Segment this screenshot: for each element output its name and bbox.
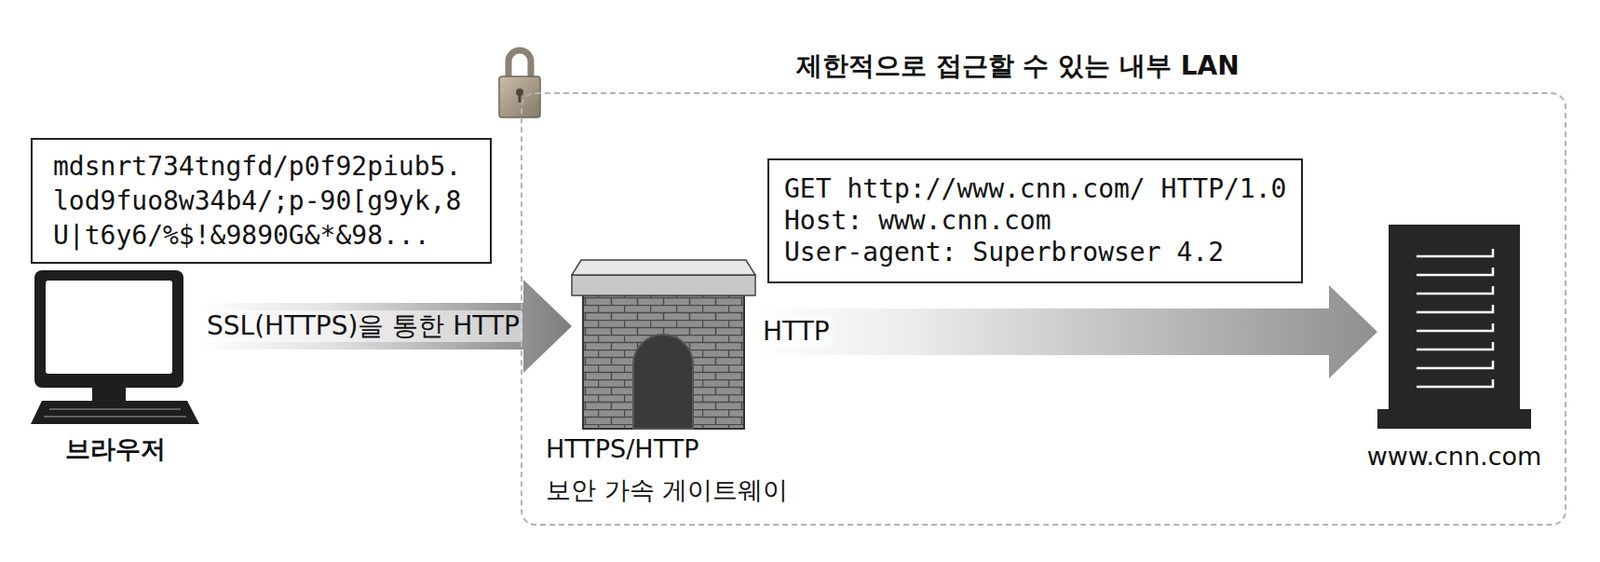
- label-group: 제한적으로 접근할 수 있는 내부 LAN: [796, 47, 1240, 85]
- keyboard-base: [30, 400, 200, 424]
- flow-arrow: [755, 284, 1378, 379]
- padlock-shackle: [508, 50, 531, 81]
- padlock-icon: [499, 50, 541, 118]
- monitor-screen: [45, 280, 173, 374]
- gateway-icon: [571, 259, 756, 429]
- edge-label: HTTP: [759, 315, 833, 348]
- node-label: www.cnn.com: [1367, 435, 1543, 477]
- label-group: 브라우저: [65, 428, 166, 470]
- gateway-node: HTTPS/HTTP보안 가속 게이트웨이: [571, 259, 756, 429]
- flow-arrow: [199, 279, 572, 373]
- keyboard-line: [43, 415, 187, 418]
- padlock-body: [499, 76, 541, 118]
- request-box: GET http://www.cnn.com/ HTTP/1.0Host: ww…: [767, 158, 1303, 284]
- server-slot: [1416, 360, 1493, 368]
- lan-region: 제한적으로 접근할 수 있는 내부 LANGET http://www.cnn.…: [520, 92, 1567, 526]
- brick-wall: [583, 291, 745, 429]
- label-group: www.cnn.com: [1367, 435, 1543, 477]
- server-slot: [1416, 248, 1493, 257]
- server-slot: [1416, 304, 1493, 312]
- label-group: HTTPS/HTTP보안 가속 게이트웨이: [545, 428, 788, 511]
- server-slot: [1416, 267, 1493, 275]
- node-label: 보안 가속 게이트웨이: [545, 469, 788, 511]
- cipher-text: mdsnrt734tngfd/p0f92piub5. lod9fuo8w34b4…: [53, 149, 470, 253]
- region-title: 제한적으로 접근할 수 있는 내부 LAN: [796, 47, 1240, 85]
- request-line: Host: www.cnn.com: [784, 204, 1287, 237]
- monitor-frame: [34, 270, 184, 388]
- node-label: HTTPS/HTTP: [545, 428, 788, 470]
- node-label: 브라우저: [65, 428, 166, 470]
- computer-icon: [30, 270, 200, 424]
- browser-node: 브라우저: [30, 270, 200, 424]
- monitor-stand: [92, 387, 126, 401]
- server-slot: [1416, 323, 1493, 331]
- keyboard-line: [49, 407, 181, 410]
- cipher-box: mdsnrt734tngfd/p0f92piub5. lod9fuo8w34b4…: [30, 137, 492, 264]
- server-icon: [1377, 224, 1532, 429]
- edge-label: SSL(HTTPS)을 통한 HTTP: [203, 310, 523, 342]
- server-base: [1377, 408, 1532, 429]
- server-node: www.cnn.com: [1377, 224, 1532, 429]
- server-slot: [1416, 341, 1493, 350]
- server-slot: [1416, 285, 1493, 294]
- gateway-arch: [633, 334, 693, 429]
- cap-top: [571, 259, 756, 275]
- request-line: User-agent: Superbrowser 4.2: [784, 236, 1287, 269]
- server-tower: [1388, 224, 1520, 409]
- server-slot: [1416, 379, 1493, 387]
- cap-front: [571, 274, 756, 296]
- request-line: GET http://www.cnn.com/ HTTP/1.0: [784, 173, 1287, 205]
